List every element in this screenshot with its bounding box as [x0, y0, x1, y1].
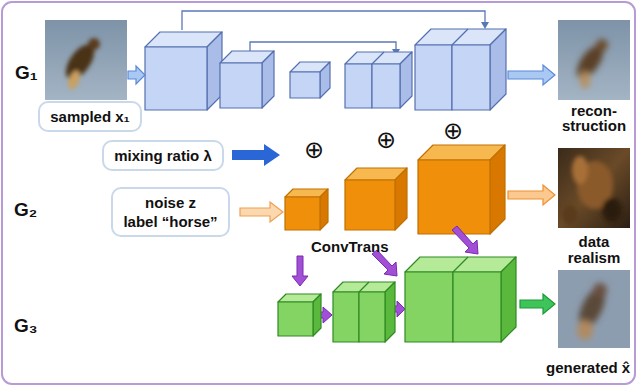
g3-output-arrow: [520, 294, 555, 314]
generator-name: G₂: [14, 199, 37, 221]
box-text: sampled x₁: [48, 107, 132, 126]
noise-arrow: [240, 202, 283, 222]
encoder-decoder-cubes: [145, 29, 506, 110]
g1-flow-arrows: [128, 65, 555, 85]
generator-cubes: [278, 257, 516, 342]
mixing-ratio-box: mixing ratio λ: [102, 140, 224, 171]
sum-symbol: ⊕: [304, 136, 324, 164]
box-text: noise z: [121, 193, 220, 212]
box-text: label “horse”: [121, 212, 220, 231]
input-label-box: sampled x₁: [38, 101, 142, 132]
input-image: [45, 20, 127, 100]
reconstruction-image: [558, 20, 630, 100]
sum-symbol: ⊕: [376, 126, 396, 154]
output-caption: data realism: [554, 234, 634, 266]
generator-name: G₁: [15, 62, 38, 84]
box-text: mixing ratio λ: [112, 146, 214, 165]
realism-image: [558, 148, 630, 228]
noise-label-box: noise zlabel “horse”: [111, 187, 230, 237]
generator-name: G₃: [14, 315, 38, 337]
g2-output-arrow: [508, 185, 555, 205]
sum-symbol: ⊕: [443, 117, 463, 145]
output-caption: recon- struction: [554, 103, 634, 133]
mixing-arrow: [232, 144, 280, 166]
output-caption: generated x̂: [546, 359, 630, 376]
layer-caption: ConvTrans: [311, 238, 389, 255]
generated-image: [558, 270, 630, 348]
